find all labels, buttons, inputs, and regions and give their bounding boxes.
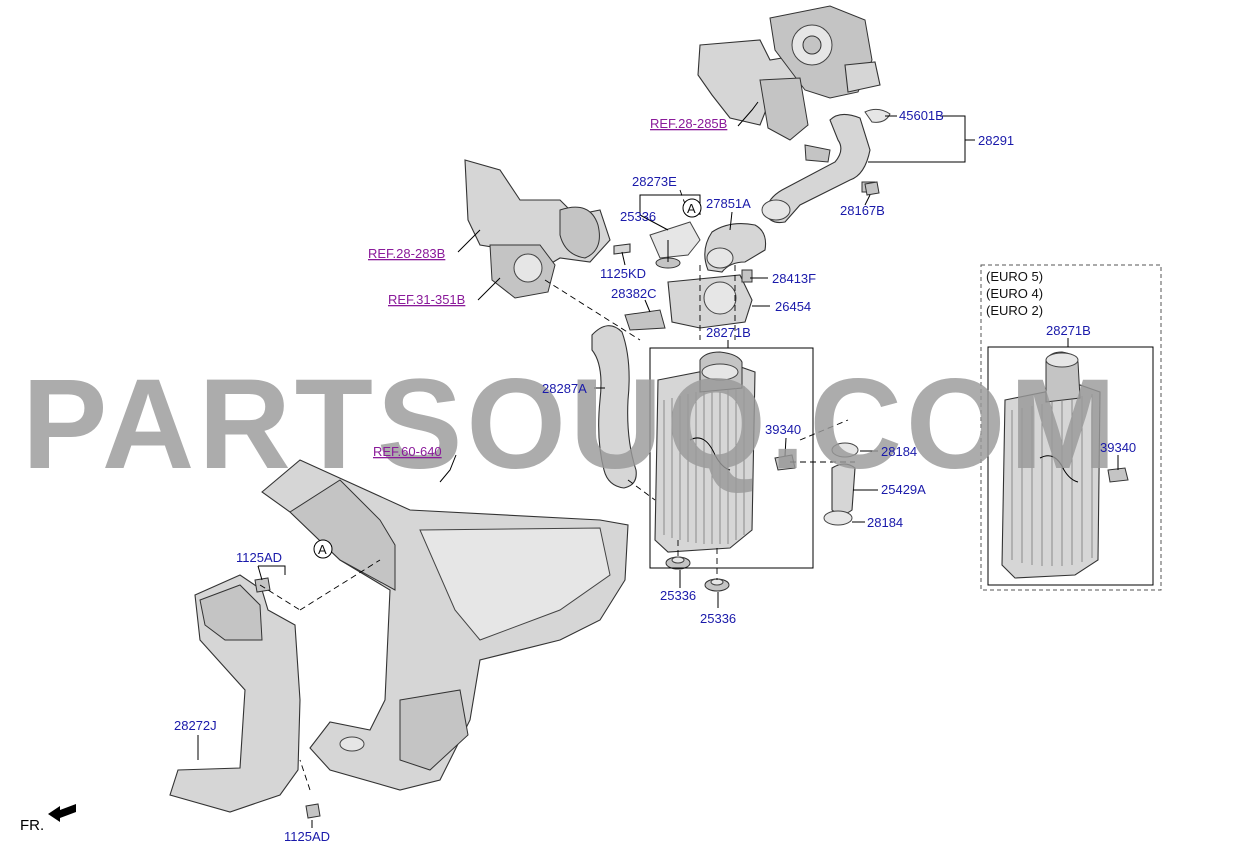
assembly-dashed-lines (259, 189, 855, 791)
part-label-27851a[interactable]: 27851A (706, 196, 751, 211)
alt-intercooler-drawing (1001, 351, 1129, 579)
part-label-28167b[interactable]: 28167B (840, 203, 885, 218)
callout-marker-top: A (682, 198, 702, 218)
part-label-28271b[interactable]: 28271B (706, 325, 751, 340)
clamp-hose-drawing (774, 442, 859, 526)
bolt-drawing (254, 181, 880, 819)
variant-note-euro4: (EURO 4) (986, 286, 1043, 301)
front-carrier-drawing (261, 459, 629, 791)
part-label-39340[interactable]: 39340 (765, 422, 801, 437)
callout-marker-bottom: A (313, 539, 333, 559)
front-direction-label: FR. (20, 817, 44, 834)
intercooler-drawing (654, 351, 756, 553)
variant-note-euro5: (EURO 5) (986, 269, 1043, 284)
part-label-1125kd[interactable]: 1125KD (600, 266, 646, 281)
part-labels: 45601B 28291 28167B 28273E 25336 27851A … (174, 108, 1136, 844)
callout-letter-bottom: A (318, 542, 327, 557)
reference-labels: REF.28-285B REF.28-283B REF.31-351B REF.… (368, 116, 727, 459)
part-label-28382c[interactable]: 28382C (611, 286, 657, 301)
part-label-28273e[interactable]: 28273E (632, 174, 677, 189)
turbocharger-drawing (697, 5, 881, 141)
part-label-28184-upper[interactable]: 28184 (881, 444, 917, 459)
elbow-hose-drawing (704, 223, 767, 273)
part-label-28413f[interactable]: 28413F (772, 271, 816, 286)
part-label-25336-bottom-right[interactable]: 25336 (700, 611, 736, 626)
part-label-1125ad-bottom[interactable]: 1125AD (284, 829, 330, 844)
part-label-45601b[interactable]: 45601B (899, 108, 944, 123)
part-label-28291[interactable]: 28291 (978, 133, 1014, 148)
part-label-25336-top[interactable]: 25336 (620, 209, 656, 224)
callout-letter-top: A (687, 201, 696, 216)
ref-label-28-283b[interactable]: REF.28-283B (368, 246, 445, 261)
part-label-28184-lower[interactable]: 28184 (867, 515, 903, 530)
throttle-valve-drawing (624, 269, 753, 331)
variant-notes: (EURO 5) (EURO 4) (EURO 2) (986, 269, 1043, 318)
variant-note-euro2: (EURO 2) (986, 303, 1043, 318)
gasket-drawing (613, 221, 701, 269)
part-label-1125ad-top[interactable]: 1125AD (236, 550, 282, 565)
intake-hose-drawing (761, 108, 891, 224)
part-label-39340-alt[interactable]: 39340 (1100, 440, 1136, 455)
grommet-drawing (665, 556, 730, 592)
front-direction-indicator: FR. (20, 804, 76, 834)
ref-label-31-351b[interactable]: REF.31-351B (388, 292, 465, 307)
intercooler-hose-drawing (591, 325, 637, 489)
watermark-text: PARTSOUQ.COM (22, 353, 1120, 496)
ref-label-60-640[interactable]: REF.60-640 (373, 444, 442, 459)
part-label-25336-bottom-left[interactable]: 25336 (660, 588, 696, 603)
egr-manifold-drawing (464, 159, 611, 299)
part-label-28272j[interactable]: 28272J (174, 718, 217, 733)
part-label-28271b-alt[interactable]: 28271B (1046, 323, 1091, 338)
leader-lines (197, 101, 1162, 828)
ref-label-28-285b[interactable]: REF.28-285B (650, 116, 727, 131)
air-guide-drawing (169, 574, 301, 813)
part-label-25429a[interactable]: 25429A (881, 482, 926, 497)
front-arrow-icon (48, 804, 76, 822)
part-label-26454[interactable]: 26454 (775, 299, 811, 314)
part-label-28287a[interactable]: 28287A (542, 381, 587, 396)
